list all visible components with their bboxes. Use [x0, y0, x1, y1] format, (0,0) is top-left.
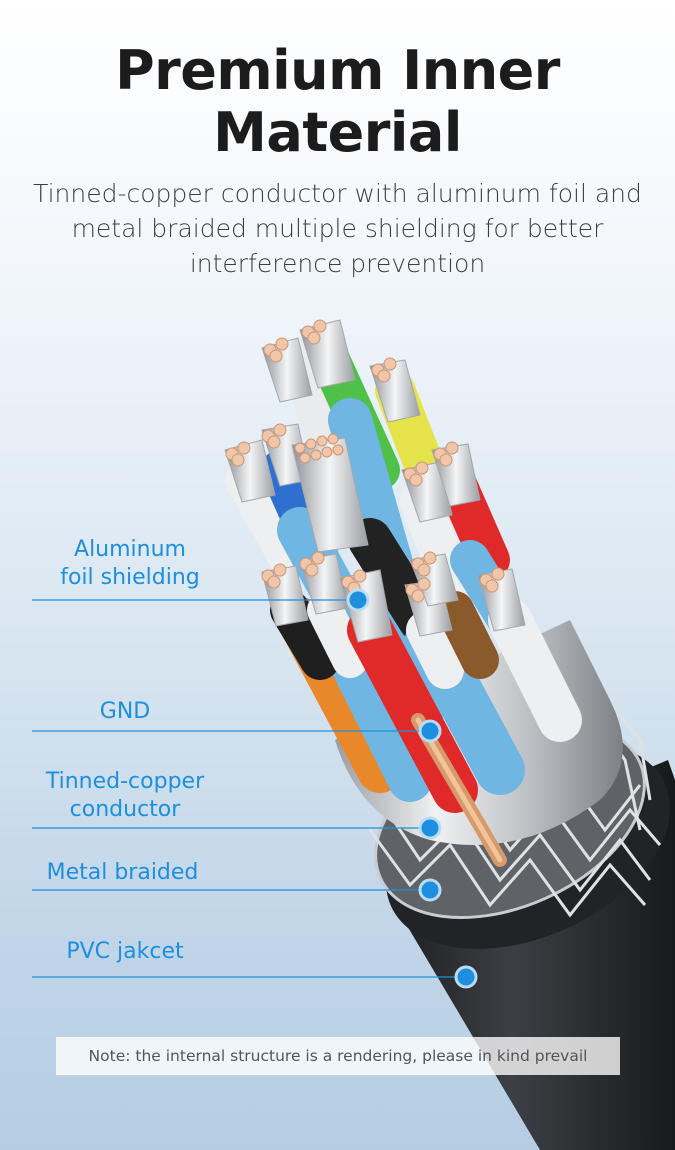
- page-title: Premium Inner Material: [0, 40, 675, 164]
- callout-gnd: GND: [60, 698, 190, 726]
- callout-aluminum-foil-line-2: foil shielding: [60, 565, 200, 590]
- subtitle-line-1: Tinned-copper conductor with aluminum fo…: [33, 179, 642, 208]
- callout-aluminum-foil-line-1: Aluminum: [74, 537, 186, 562]
- marker-braid: [418, 878, 442, 902]
- callout-markers: [346, 588, 478, 989]
- marker-foil: [346, 588, 370, 612]
- title-line-1: Premium Inner: [115, 39, 560, 102]
- callout-tinned-copper-line-1: Tinned-copper: [45, 769, 205, 794]
- marker-jacket: [454, 965, 478, 989]
- callout-gnd-line-1: GND: [99, 699, 151, 724]
- marker-conductor: [418, 816, 442, 840]
- subtitle-line-3: interference prevention: [189, 249, 486, 278]
- callout-pvc-jacket-line-1: PVC jakcet: [66, 939, 184, 964]
- callout-metal-braided: Metal braided: [30, 859, 215, 887]
- page-subtitle: Tinned-copper conductor with aluminum fo…: [20, 176, 655, 281]
- callout-lines: [32, 599, 466, 978]
- marker-gnd: [418, 719, 442, 743]
- subtitle-line-2: metal braided multiple shielding for bet…: [71, 214, 604, 243]
- callout-tinned-copper-line-2: conductor: [69, 797, 181, 822]
- callout-aluminum-foil: Aluminum foil shielding: [40, 536, 220, 592]
- callout-pvc-jacket: PVC jakcet: [45, 938, 205, 966]
- callout-metal-braided-line-1: Metal braided: [46, 860, 199, 885]
- title-line-2: Material: [213, 101, 462, 164]
- disclaimer-note: Note: the internal structure is a render…: [56, 1037, 620, 1075]
- callout-tinned-copper: Tinned-copper conductor: [30, 768, 220, 824]
